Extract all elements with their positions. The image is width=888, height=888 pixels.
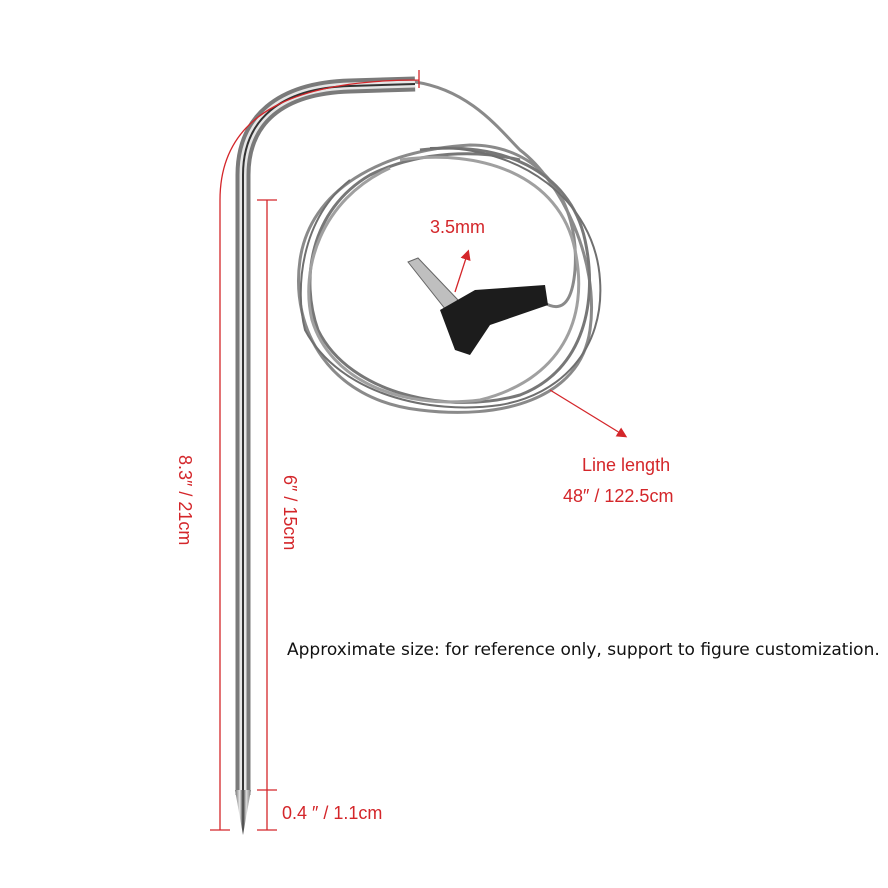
jack-size-label: 3.5mm (430, 217, 486, 237)
line-length-value: 48″ / 122.5cm (563, 486, 674, 506)
dimension-lines (210, 70, 628, 831)
cable-coil (297, 80, 602, 414)
size-disclaimer: Approximate size: for reference only, su… (287, 640, 880, 660)
line-length-title: Line length (582, 455, 671, 475)
probe-shaft (235, 76, 416, 835)
shaft-length-label: 6″ / 15cm (280, 475, 300, 551)
total-length-label: 8.3″ / 21cm (175, 455, 195, 546)
plug-3-5mm (407, 257, 548, 355)
tip-length-label: 0.4 ″ / 1.1cm (282, 803, 383, 823)
